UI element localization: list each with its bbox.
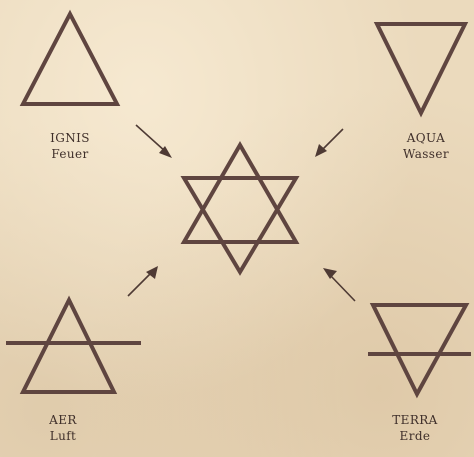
label-air-latin: AER [49, 413, 77, 427]
label-earth-german: Erde [399, 429, 431, 443]
arrow-from-earth [323, 268, 356, 302]
label-water-german: Wasser [403, 147, 449, 161]
water-triangle-icon [373, 22, 469, 118]
label-fire: IGNIS Feuer [10, 130, 130, 162]
label-water-latin: AQUA [406, 131, 446, 145]
label-fire-german: Feuer [51, 147, 89, 161]
label-water: AQUA Wasser [366, 130, 474, 162]
label-air: AER Luft [3, 412, 123, 444]
fire-triangle-icon [19, 9, 121, 106]
earth-triangle-icon [368, 303, 471, 399]
label-earth: TERRA Erde [355, 412, 474, 444]
label-air-german: Luft [49, 429, 77, 443]
hexagram-icon [180, 140, 300, 276]
air-triangle-icon [6, 295, 141, 394]
label-earth-latin: TERRA [392, 413, 438, 427]
arrow-from-air [127, 266, 158, 297]
arrow-from-fire [135, 124, 172, 158]
arrow-from-water [315, 128, 344, 157]
label-fire-latin: IGNIS [50, 131, 90, 145]
